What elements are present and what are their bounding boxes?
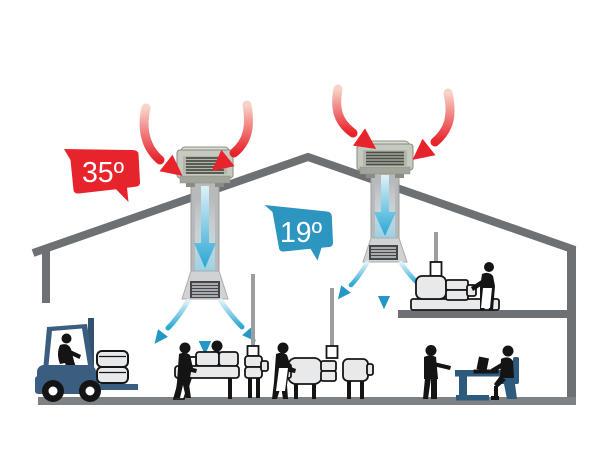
machine-box <box>415 275 447 300</box>
box <box>96 366 129 384</box>
machine-box <box>445 279 469 291</box>
machine-box <box>218 351 239 367</box>
unit-foot <box>366 174 375 178</box>
apron <box>276 368 288 391</box>
diffuser-grille-lines <box>192 283 218 297</box>
cold-air-arrowhead-icon <box>337 285 351 300</box>
ground-floor <box>38 397 576 405</box>
outside-temp-bubble: 35º <box>64 149 141 202</box>
machine-box <box>445 289 469 301</box>
forklift <box>35 318 138 402</box>
machine-leg <box>256 378 260 398</box>
lathe-machine-group <box>272 288 374 399</box>
machine-pole <box>434 232 438 264</box>
cooling-unit-left <box>176 146 234 300</box>
pole-cap <box>429 261 443 277</box>
right-wall <box>567 246 576 402</box>
machine-nub <box>260 360 269 372</box>
unit-louvers <box>366 151 404 166</box>
hot-air-arrow-icon <box>332 84 358 138</box>
machine-pole <box>251 274 255 352</box>
outside-temp-label: 35º <box>82 157 125 189</box>
pole-cap <box>325 345 339 359</box>
inside-temp-bubble-shape <box>264 205 334 261</box>
mezzanine-floor <box>398 310 569 318</box>
cold-air-spread-arrow-icon <box>348 260 370 288</box>
diffuser-grille-lines <box>371 247 396 258</box>
hot-air-arrow-icon <box>139 103 165 165</box>
laptop-icon <box>473 356 499 374</box>
cold-air-duct-arrow-icon <box>194 186 216 268</box>
cold-air-arrowhead-icon <box>154 329 168 344</box>
machine-pole <box>330 288 334 350</box>
unit-base-lip <box>359 166 411 175</box>
roof-line <box>31 152 577 257</box>
pole-cap <box>246 345 260 357</box>
inside-temp-label: 19º <box>280 217 323 249</box>
machine-box <box>320 370 337 382</box>
box <box>96 350 129 368</box>
machine-box <box>320 360 337 372</box>
hot-air-arrow-icon <box>229 100 253 158</box>
hot-air-arrowhead-icon <box>159 154 183 176</box>
forklift-wheel-hub <box>48 386 58 396</box>
unit-foot <box>215 183 224 187</box>
chair-back <box>513 357 519 381</box>
standing-worker-silhouette <box>423 345 451 399</box>
machine-box <box>195 351 220 367</box>
mezzanine-machine-group <box>410 232 500 311</box>
desk-leg <box>459 376 467 398</box>
worker-with-apron-silhouette <box>272 342 296 399</box>
left-wall <box>42 249 50 303</box>
unit-foot <box>186 183 195 187</box>
machine-box <box>342 358 369 382</box>
machine-nub <box>366 363 374 376</box>
worker-with-apron-silhouette <box>471 262 495 310</box>
cold-air-arrowhead-icon <box>198 341 212 355</box>
hot-air-arrows <box>139 84 455 176</box>
machine-leg <box>312 384 316 399</box>
hot-air-arrowhead-icon <box>352 128 377 150</box>
cold-air-duct-arrow-icon <box>374 175 396 236</box>
fork-blade <box>96 384 138 390</box>
unit-base-lip <box>179 175 231 184</box>
machine-box <box>244 366 263 379</box>
building-structure <box>31 152 577 402</box>
worker-silhouette <box>175 342 197 398</box>
office-group <box>423 345 519 401</box>
machine-leg <box>294 384 298 399</box>
inside-temp-bubble: 19º <box>264 205 334 261</box>
desk-base <box>456 395 489 401</box>
hot-air-arrowhead-icon <box>412 138 436 160</box>
seated-worker-silhouette <box>491 345 514 400</box>
hot-air-arrow-icon <box>430 88 455 147</box>
machine-leg <box>360 381 364 399</box>
apron <box>481 288 492 308</box>
pallet-boxes <box>96 350 129 384</box>
machine-leg <box>248 378 252 398</box>
forklift-wheel-hub <box>85 386 95 396</box>
workbench-machine-group <box>172 274 269 400</box>
machine-box <box>244 355 263 368</box>
unit-foot <box>395 174 404 178</box>
machine-leg <box>228 378 232 399</box>
hot-air-arrowhead-icon <box>211 149 235 172</box>
cold-air-arrowhead-icon <box>377 296 391 310</box>
outside-temp-bubble-shape <box>64 149 141 202</box>
cold-air-spread-arrow-icon <box>165 298 191 331</box>
machine-leg <box>347 381 351 399</box>
cold-air-spread-arrow-icon <box>218 298 245 330</box>
chair-leg <box>504 384 517 399</box>
